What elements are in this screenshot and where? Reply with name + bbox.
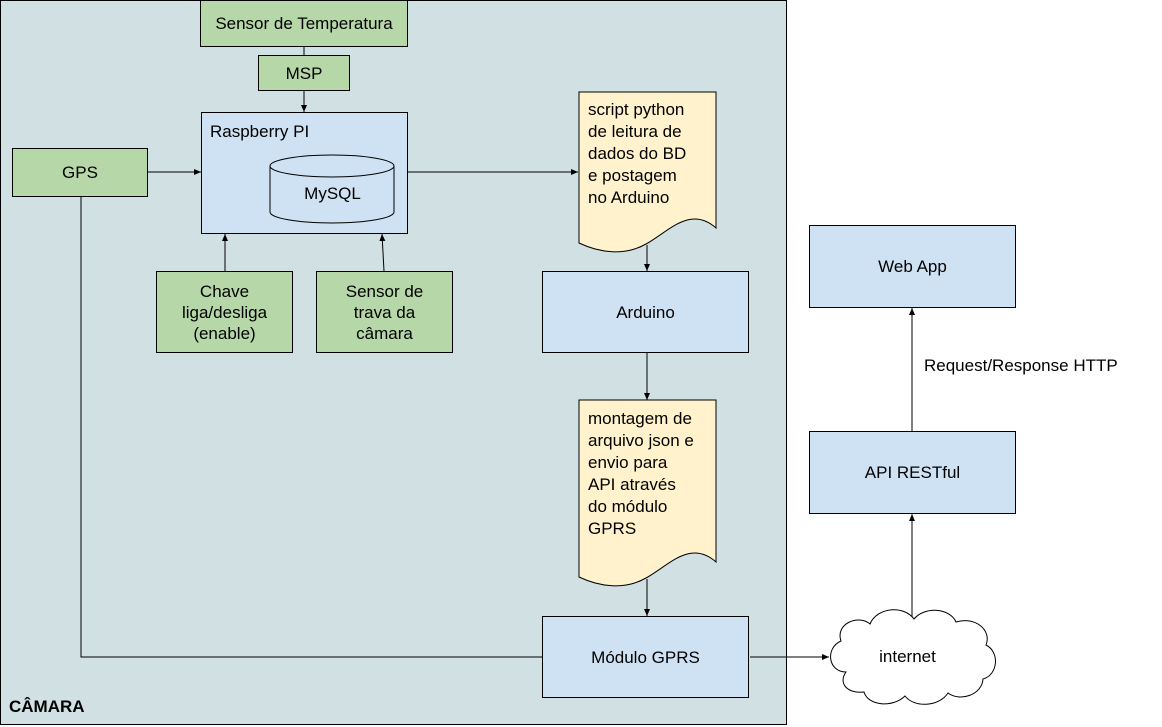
modulo-gprs-node: Módulo GPRS [542, 616, 749, 698]
montagem-label: montagem de arquivo json e envio para AP… [588, 409, 694, 538]
script-python-label: script python de leitura de dados do BD … [588, 100, 687, 207]
msp-node: MSP [258, 55, 350, 91]
montagem-document [578, 399, 717, 587]
edge-gps-gprs [80, 196, 542, 658]
internet-cloud [830, 609, 996, 705]
script-python-document [578, 91, 717, 253]
gps-node: GPS [12, 148, 148, 197]
web-app-node: Web App [809, 225, 1016, 308]
internet-label: internet [879, 647, 936, 666]
mysql-label: MySQL [304, 184, 361, 203]
chave-node: Chave liga/desliga (enable) [156, 271, 293, 353]
raspberry-pi-label: Raspberry PI [210, 122, 310, 141]
sensor-trava-node: Sensor de trava da câmara [316, 271, 453, 353]
arduino-node: Arduino [542, 271, 749, 353]
api-restful-node: API RESTful [809, 431, 1016, 514]
sensor-temperatura-node: Sensor de Temperatura [200, 0, 408, 47]
edge-trava-raspberry [379, 233, 386, 272]
request-response-label: Request/Response HTTP [924, 356, 1118, 375]
camara-region-label: CÂMARA [9, 697, 85, 716]
